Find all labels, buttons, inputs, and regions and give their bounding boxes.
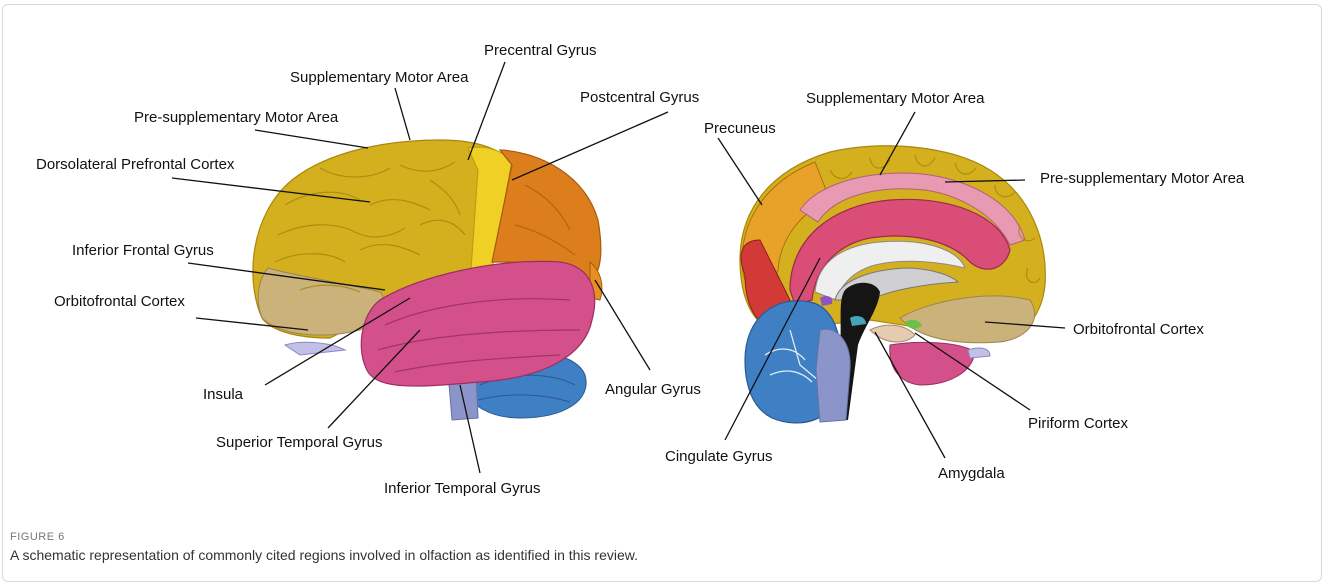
label-medial-pre-supplementary-motor-area: Pre-supplementary Motor Area <box>1040 170 1245 187</box>
label-precentral-gyrus: Precentral Gyrus <box>484 42 597 59</box>
medial-temporal <box>890 342 975 385</box>
label-insula: Insula <box>203 386 244 403</box>
label-angular-gyrus: Angular Gyrus <box>605 381 701 398</box>
brain-diagram: Precentral Gyrus Supplementary Motor Are… <box>0 0 1328 510</box>
label-medial-supplementary-motor-area: Supplementary Motor Area <box>806 90 985 107</box>
label-precuneus: Precuneus <box>704 120 776 137</box>
figure-caption: A schematic representation of commonly c… <box>10 547 638 563</box>
medial-amygdala <box>870 325 915 342</box>
medial-brainstem <box>816 329 850 422</box>
label-superior-temporal-gyrus: Superior Temporal Gyrus <box>216 434 382 451</box>
figure-number: FIGURE 6 <box>10 531 65 543</box>
label-postcentral-gyrus: Postcentral Gyrus <box>580 89 699 106</box>
label-amygdala: Amygdala <box>938 465 1005 482</box>
label-pre-supplementary-motor-area: Pre-supplementary Motor Area <box>134 109 339 126</box>
label-supplementary-motor-area: Supplementary Motor Area <box>290 69 469 86</box>
label-inferior-frontal-gyrus: Inferior Frontal Gyrus <box>72 242 214 259</box>
label-dorsolateral-prefrontal-cortex: Dorsolateral Prefrontal Cortex <box>36 156 235 173</box>
label-orbitofrontal-cortex: Orbitofrontal Cortex <box>54 293 185 310</box>
label-inferior-temporal-gyrus: Inferior Temporal Gyrus <box>384 480 540 497</box>
label-piriform-cortex: Piriform Cortex <box>1028 415 1129 432</box>
lateral-brain-view <box>253 140 602 420</box>
medial-brain-view <box>740 146 1045 423</box>
label-cingulate-gyrus: Cingulate Gyrus <box>665 448 773 465</box>
label-medial-orbitofrontal-cortex: Orbitofrontal Cortex <box>1073 321 1204 338</box>
